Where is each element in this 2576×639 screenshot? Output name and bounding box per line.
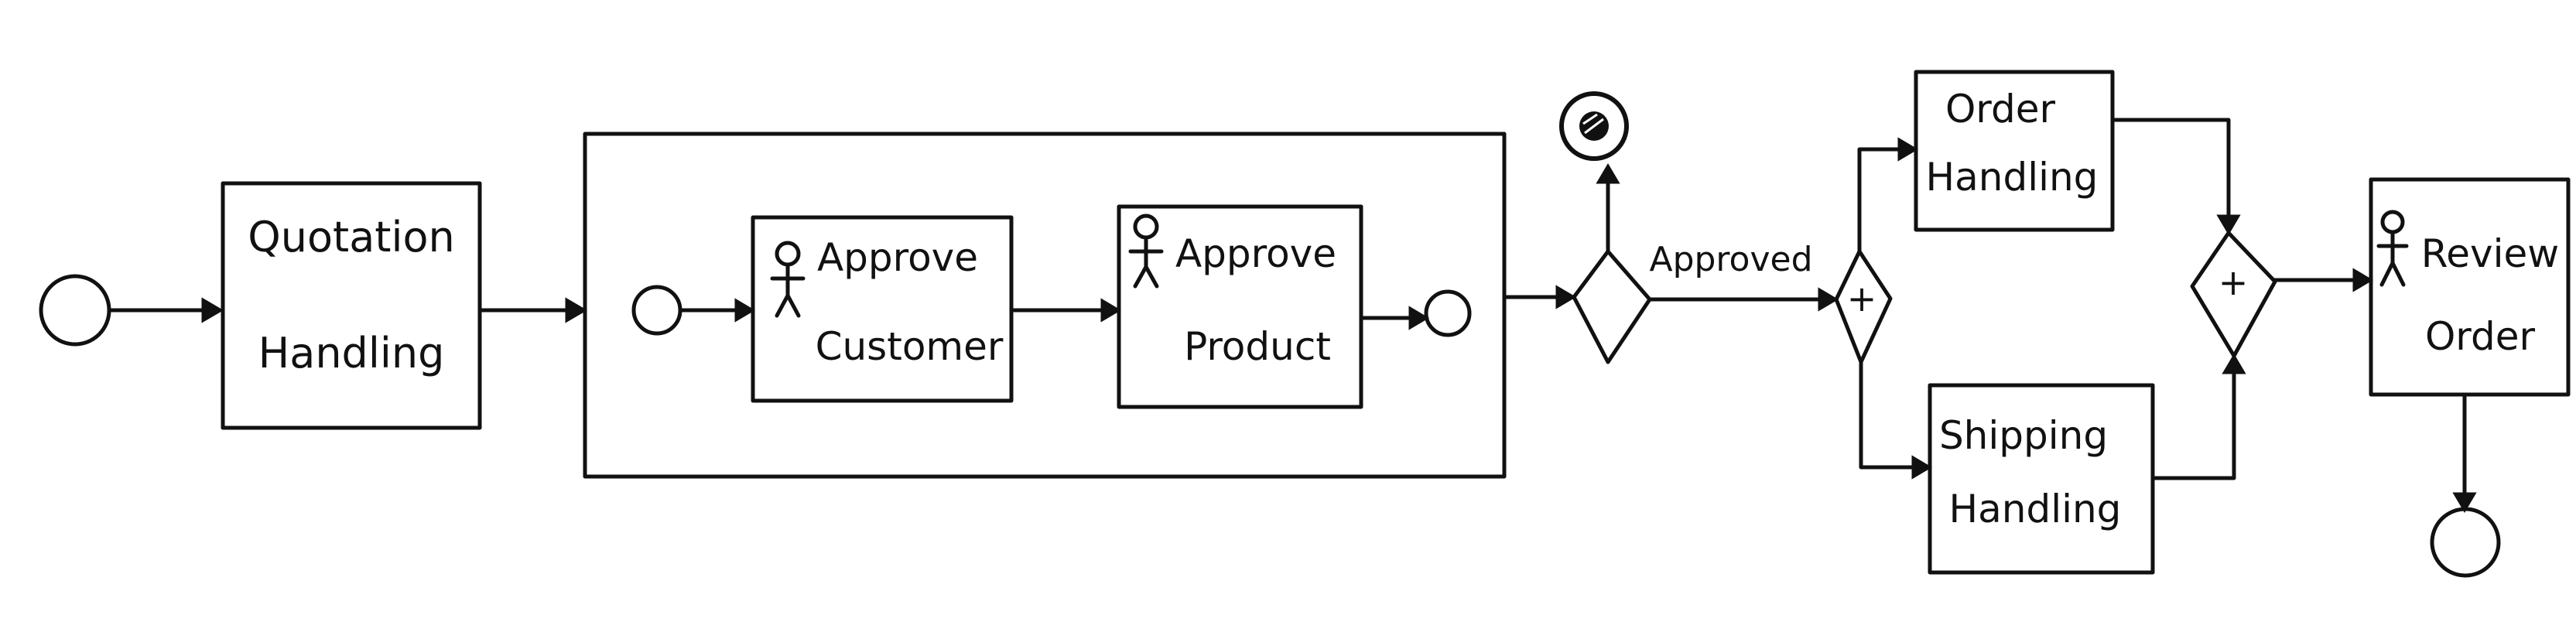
subprocess-container[interactable] [583,132,1507,479]
flow-label-approved: Approved [1649,240,1812,279]
task-quotation-handling[interactable]: Quotation Handling [221,181,482,430]
arrow-head [2352,268,2373,292]
flow-split-to-order [1857,147,1904,254]
person-icon [770,241,806,318]
task-label: Order [2425,314,2536,359]
start-event[interactable] [39,274,111,347]
task-label: Approve [817,235,978,280]
arrow-head [1897,137,1918,162]
arrow-head [2222,354,2246,374]
task-label: Quotation [248,213,454,261]
task-label: Handling [258,329,445,378]
arrow-head [2452,492,2477,513]
task-approve-product[interactable]: Approve Product [1117,204,1363,409]
task-label: Product [1184,324,1331,369]
arrow-head [1408,306,1429,330]
exclusive-gateway[interactable] [1572,249,1652,364]
arrow-head [734,298,755,323]
task-label: Handling [1949,487,2122,531]
arrow-head [201,297,224,323]
task-label: Customer [816,324,1004,369]
task-order-handling[interactable]: Order Handling [1914,70,2115,232]
task-approve-customer[interactable]: Approve Customer [751,215,1014,403]
task-label: Approve [1175,231,1336,276]
task-label: Review [2421,231,2559,276]
parallel-split-gateway[interactable]: + [1834,249,1893,364]
arrow-head [2216,214,2241,235]
arrow-head [565,297,587,323]
arrow-head [1818,287,1839,312]
arrow-head [1596,163,1620,184]
task-review-order[interactable]: Review Order [2369,177,2571,397]
error-end-event[interactable] [1559,91,1629,161]
gateway-symbol: + [1847,278,1877,320]
arrow-head [1100,298,1121,323]
person-icon [2376,210,2409,287]
task-label: Order [1945,87,2056,132]
parallel-join-gateway[interactable]: + [2190,231,2277,358]
end-event[interactable] [2430,507,2501,578]
task-label: Shipping [1939,413,2108,458]
task-label: Handling [1926,155,2099,200]
subprocess-end-event[interactable] [1424,289,1472,337]
flow-order-to-join [2110,118,2231,221]
error-end-event-icon [1579,111,1609,141]
task-shipping-handling[interactable]: Shipping Handling [1928,383,2155,575]
flow-shipping-to-join [2150,367,2236,480]
person-icon [1128,214,1164,289]
arrow-head [1555,285,1576,309]
arrow-head [1911,455,1932,480]
flow-split-to-shipping [1859,360,1918,470]
gateway-symbol: + [2219,261,2249,303]
subprocess-start-event[interactable] [631,285,682,336]
